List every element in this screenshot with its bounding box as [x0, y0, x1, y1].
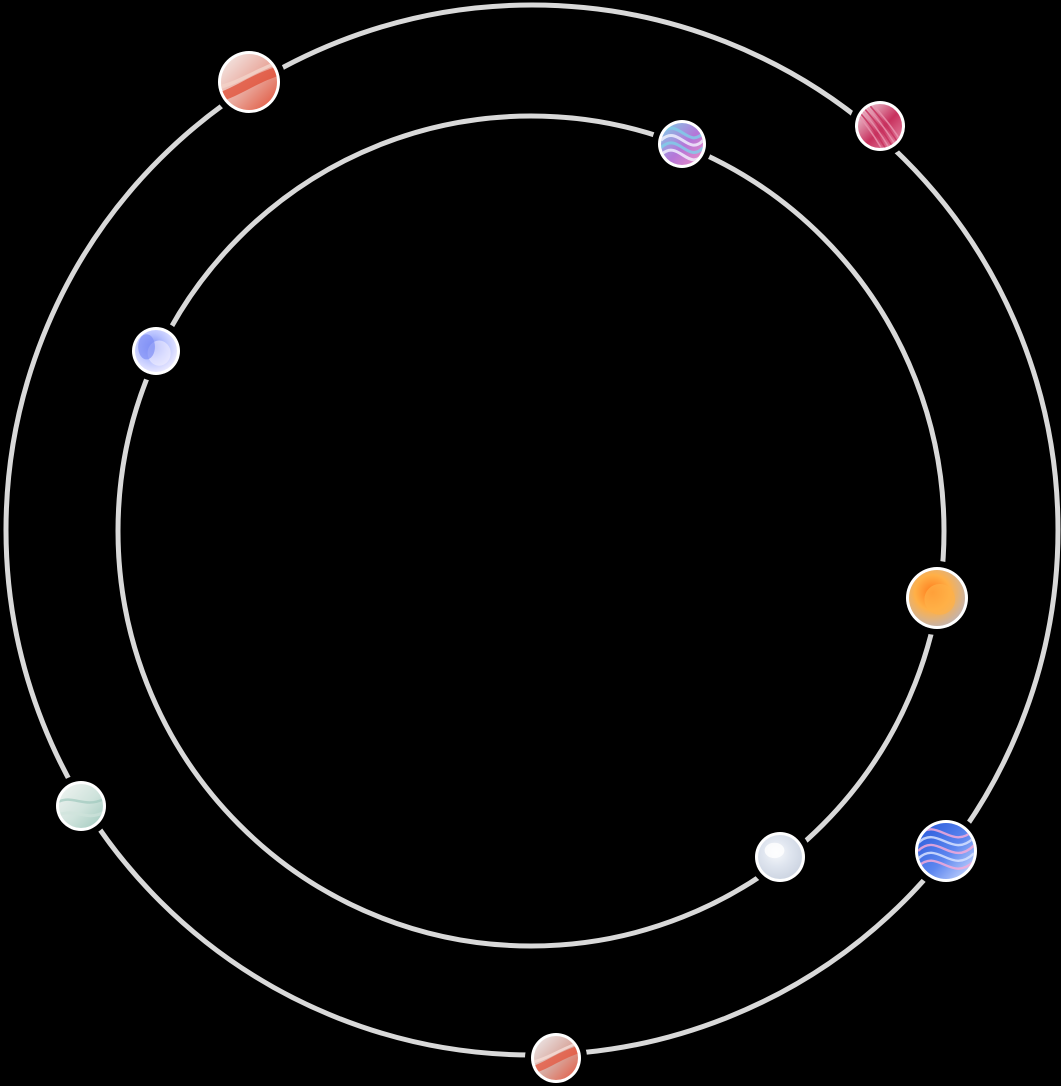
- planet-iridescent-swirl-icon: [652, 114, 712, 174]
- planet-coral-streak-icon: [212, 45, 286, 119]
- inner-orbit: [115, 113, 947, 949]
- planet-lavender-glow-icon: [126, 321, 186, 381]
- planet-surface: [858, 104, 902, 148]
- planet-surface: [661, 123, 703, 165]
- planet-crimson-feather-icon: [849, 95, 911, 157]
- planet-pearl-icon: [749, 826, 811, 888]
- planet-orange-glow-icon: [900, 561, 974, 635]
- planet-mint-marble-icon: [50, 775, 112, 837]
- planet-layer: [50, 45, 983, 1086]
- planet-cobalt-swirl-icon: [909, 814, 983, 888]
- planet-surface: [758, 835, 802, 879]
- planet-surface: [59, 784, 103, 828]
- planet-coral-streak-small-icon: [525, 1027, 587, 1086]
